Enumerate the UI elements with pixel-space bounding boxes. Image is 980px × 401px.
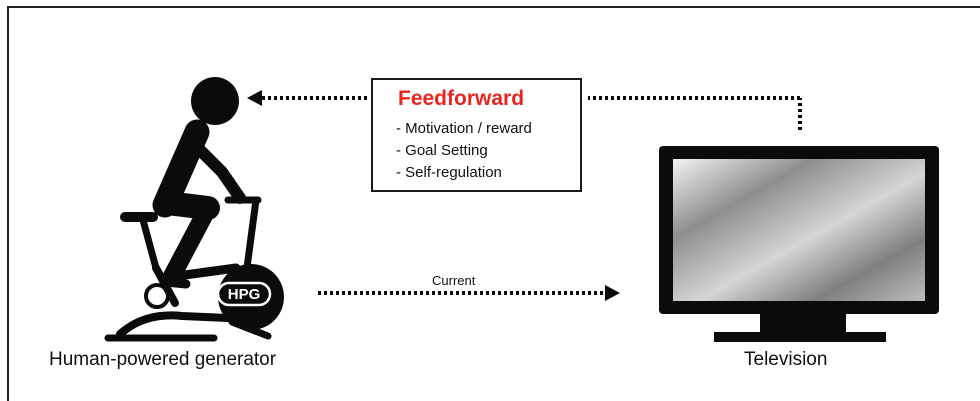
cyclist-icon [152, 77, 246, 289]
current-arrowhead [605, 285, 620, 301]
feedforward-connector [262, 96, 802, 130]
feedforward-item: - Self-regulation [396, 164, 502, 181]
current-label: Current [432, 273, 476, 288]
hpg-badge: HPG [228, 286, 261, 303]
feedforward-item: - Motivation / reward [396, 120, 532, 137]
television-caption: Television [744, 349, 828, 370]
feedforward-item: - Goal Setting [396, 142, 488, 159]
television-icon [659, 146, 939, 342]
generator-caption: Human-powered generator [49, 349, 277, 370]
exercise-bike-icon [104, 196, 284, 342]
feedforward-title: Feedforward [398, 87, 525, 110]
feedforward-box: Feedforward - Motivation / reward - Goal… [371, 78, 582, 192]
feedforward-arrowhead [247, 90, 262, 106]
feedforward-list: - Motivation / reward - Goal Setting - S… [396, 118, 532, 184]
